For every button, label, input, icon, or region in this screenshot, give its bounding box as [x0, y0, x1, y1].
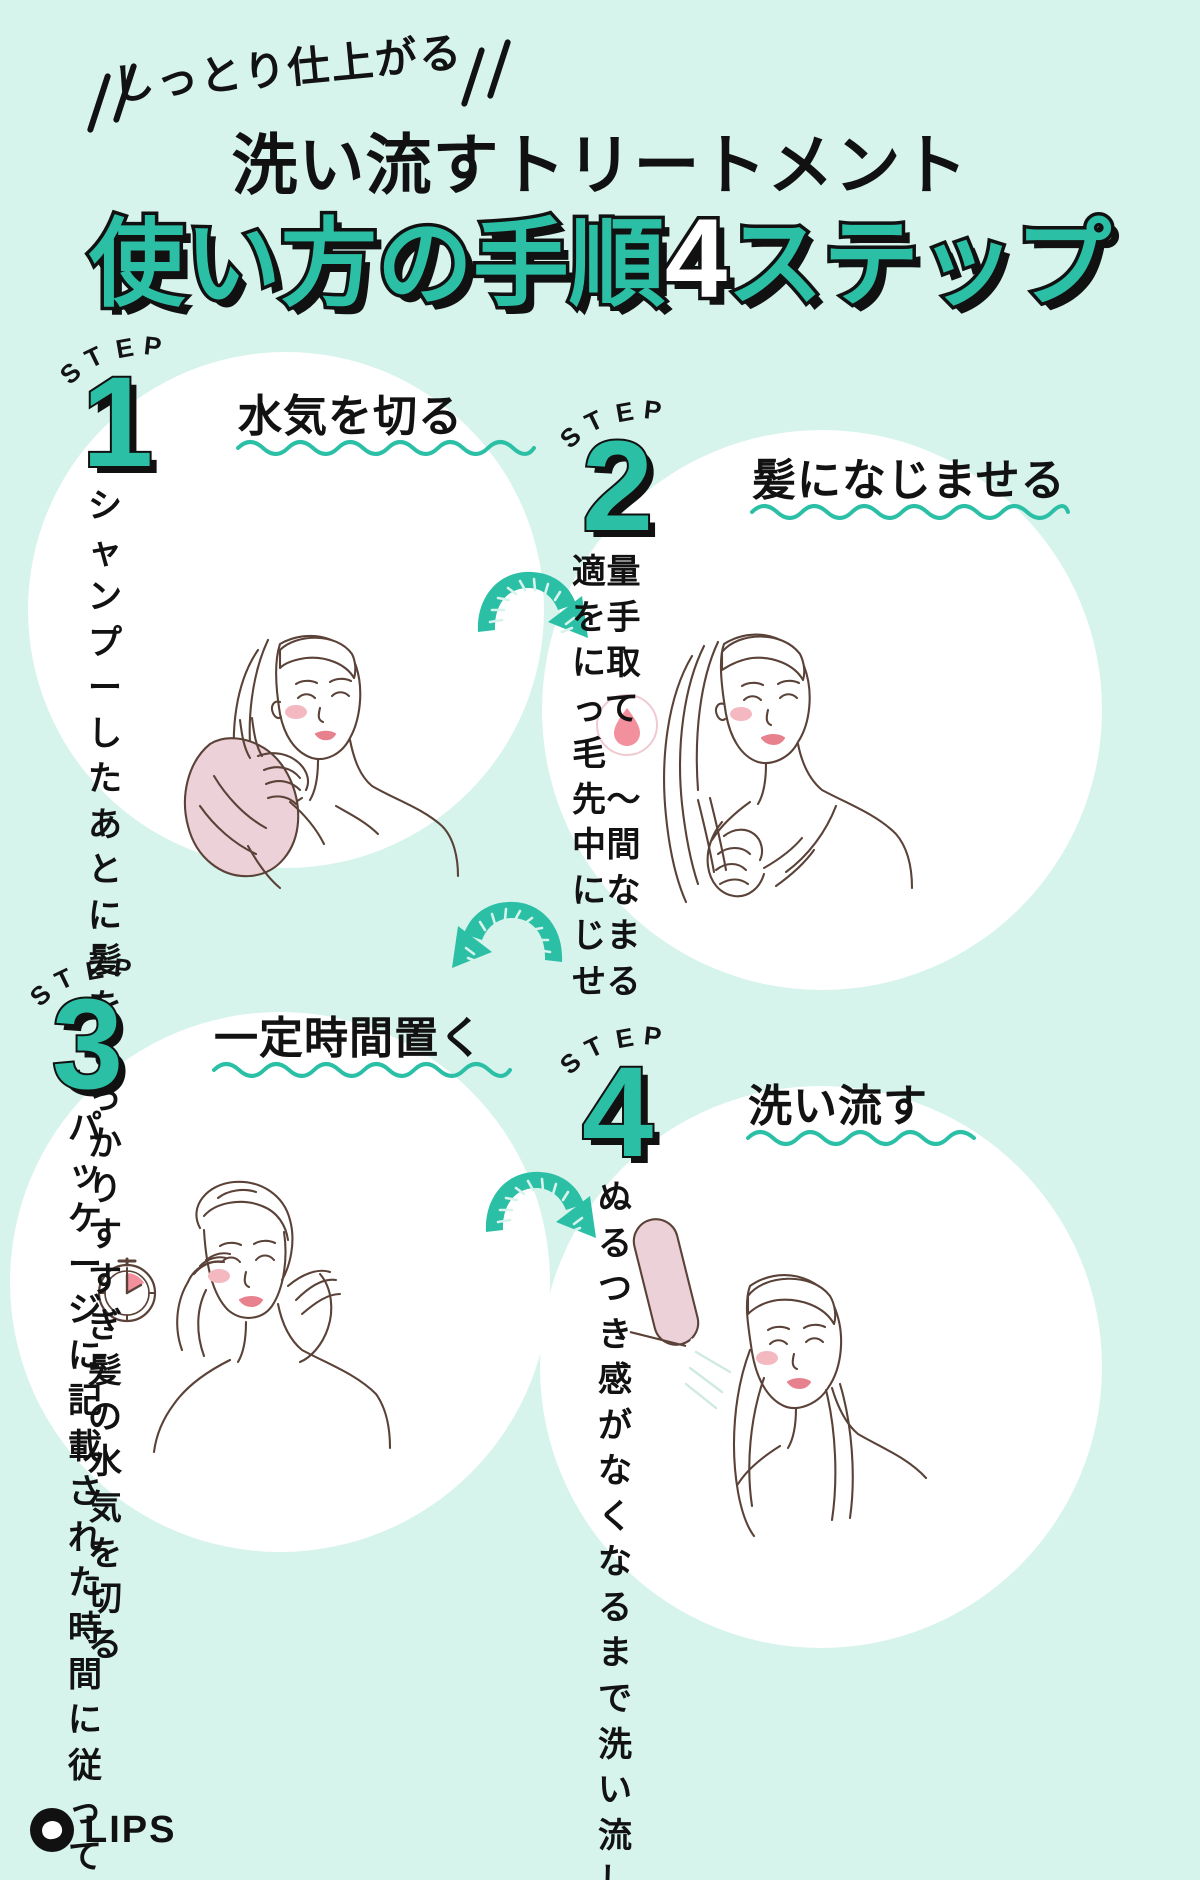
- step-3-wavy-underline: [212, 1062, 512, 1078]
- lips-wordmark: LIPS: [84, 1808, 177, 1851]
- headline-line-3: 使い方の手順4ステップ: [0, 186, 1200, 325]
- step-4-wavy-underline: [746, 1130, 976, 1146]
- lips-logo: LIPS: [30, 1808, 176, 1852]
- step-2-body: 適量を手に取って 毛先〜中間になじませる: [572, 553, 641, 1001]
- arrow-step3-to-step4-icon: [485, 1171, 596, 1238]
- arrow-step1-to-step2-icon: [477, 571, 588, 638]
- headline-line-3-part-a: 使い方の手順: [85, 208, 668, 322]
- illustration-woman-applying-treatment-to-hair: [663, 633, 914, 904]
- step-4-title: 洗い流す: [748, 1082, 928, 1131]
- step-3-body: パッケージに記載された 時間に従って放置する: [68, 1109, 103, 1876]
- illustration-woman-rinsing-hair-with-shower: [629, 1218, 928, 1538]
- step-3-circle: [10, 1012, 550, 1552]
- lips-bird-icon: [30, 1808, 74, 1852]
- arrow-step2-to-step3-icon: [452, 901, 563, 968]
- step-3-title: 一定時間置く: [214, 1014, 484, 1063]
- headline-line-3-part-b: ステップ: [724, 208, 1115, 322]
- step-4-circle: [540, 1086, 1102, 1648]
- step-1-number: 1: [80, 351, 155, 494]
- headline-line-2: 洗い流すトリートメント: [231, 128, 969, 202]
- step-2-number: 2: [580, 415, 655, 558]
- step-4-body: ぬるつき感がなくなる まで洗い流して完成: [598, 1179, 633, 1880]
- droplet-icon: [596, 694, 658, 756]
- step-3-number: 3: [50, 973, 125, 1116]
- step-1-title: 水気を切る: [238, 392, 463, 441]
- headline-step-count: 4: [661, 193, 730, 325]
- illustration-woman-towel-drying-hair: [184, 634, 460, 890]
- timer-icon: [97, 1257, 157, 1323]
- slash-decor-right-2: [486, 38, 512, 100]
- step-2-wavy-underline: [750, 504, 1070, 520]
- illustration-woman-waiting-hands-on-head: [152, 1180, 392, 1454]
- step-1-body: シャンプーしたあとに 髪をしっかりすすぎ 髪の水気を切る: [88, 487, 123, 1664]
- step-4-number: 4: [580, 1041, 655, 1184]
- step-2-title: 髪になじませる: [752, 456, 1066, 505]
- step-1-wavy-underline: [236, 440, 536, 456]
- kicker-text: しっとり仕上がる: [110, 28, 465, 109]
